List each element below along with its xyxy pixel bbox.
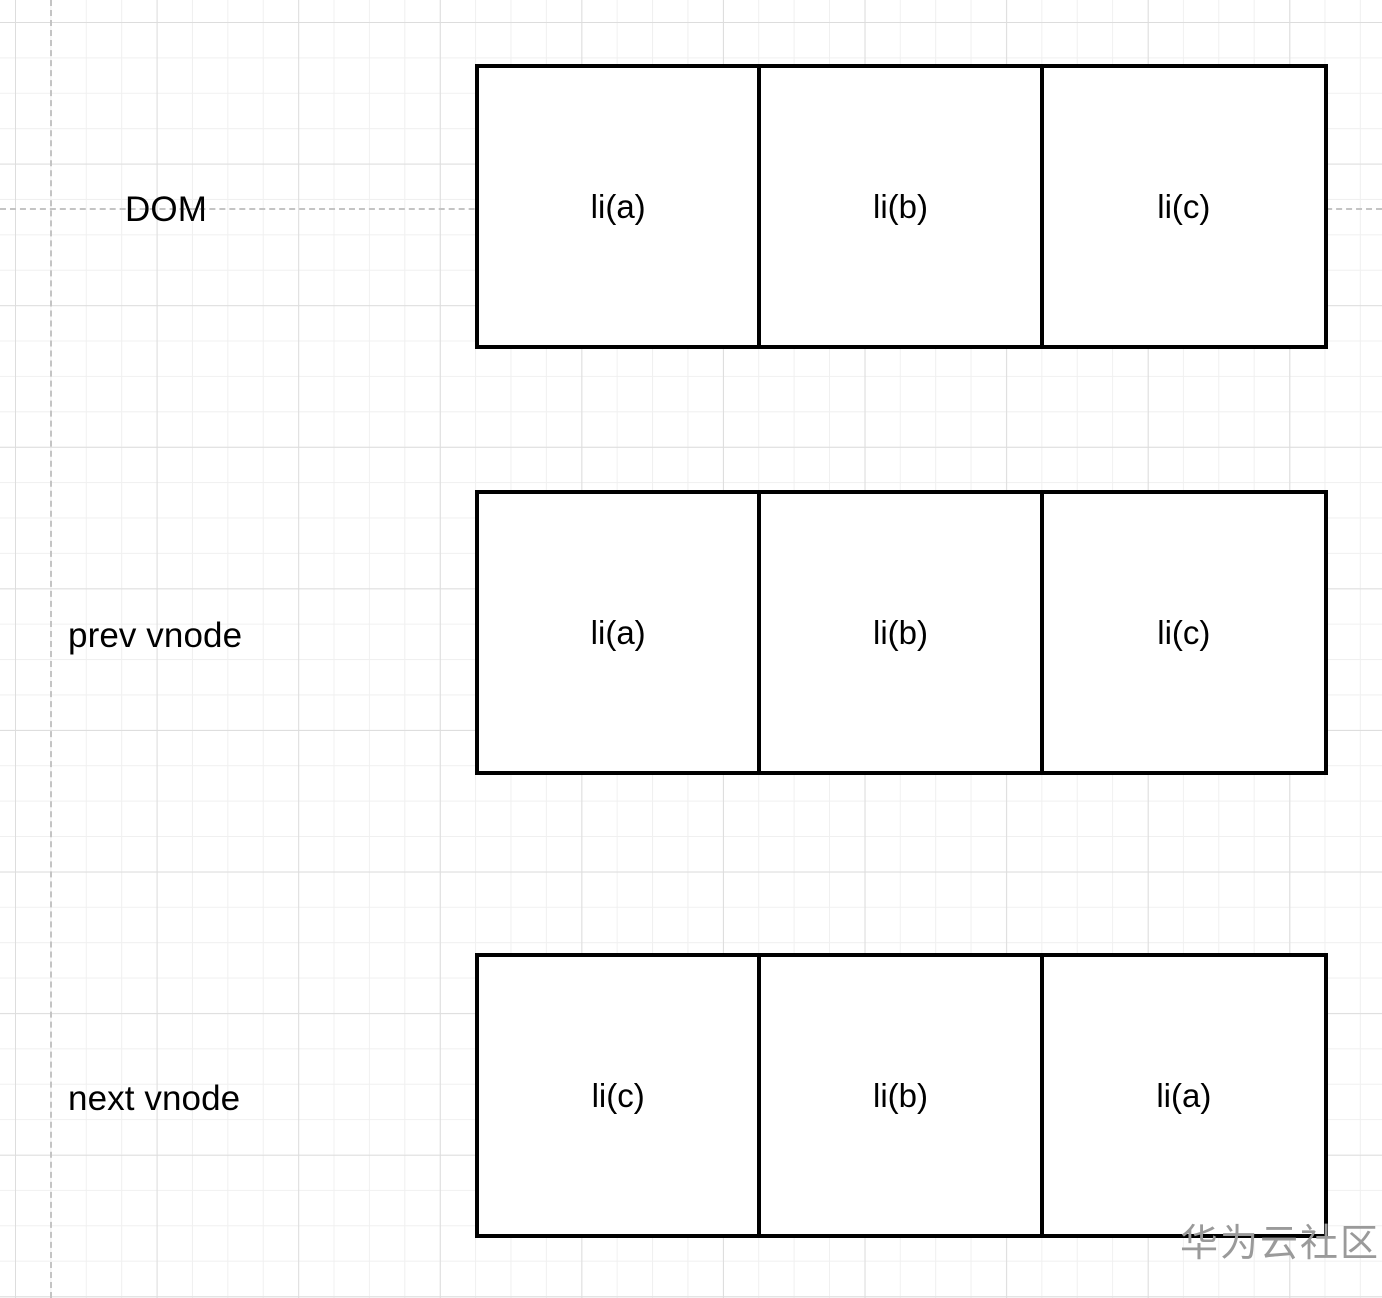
node-cell-label: li(c) — [1157, 614, 1211, 651]
node-cell[interactable]: li(b) — [761, 494, 1044, 771]
row-label-prev-vnode: prev vnode — [68, 616, 243, 655]
node-cell[interactable]: li(a) — [1043, 957, 1325, 1234]
node-cell[interactable]: li(c) — [1043, 68, 1325, 345]
node-cell[interactable]: li(b) — [761, 957, 1044, 1234]
node-cell[interactable]: li(a) — [479, 68, 762, 345]
node-row-next-vnode: li(c) li(b) li(a) — [475, 953, 1328, 1238]
node-cell-label: li(a) — [590, 614, 646, 651]
watermark-text: 华为云社区 — [1180, 1221, 1381, 1265]
node-cell-label: li(a) — [1156, 1077, 1212, 1114]
node-cell-label: li(c) — [1157, 188, 1211, 225]
row-label-next-vnode: next vnode — [68, 1079, 241, 1118]
node-row-prev-vnode: li(a) li(b) li(c) — [475, 490, 1328, 775]
node-cell-label: li(b) — [873, 188, 929, 225]
node-row-dom: li(a) li(b) li(c) — [475, 64, 1328, 349]
node-cell[interactable]: li(c) — [479, 957, 762, 1234]
node-cell-label: li(c) — [591, 1077, 645, 1114]
node-cell-label: li(b) — [873, 1077, 929, 1114]
node-cell[interactable]: li(a) — [479, 494, 762, 771]
node-cell[interactable]: li(b) — [761, 68, 1044, 345]
node-cell-label: li(b) — [873, 614, 929, 651]
row-label-dom: DOM — [125, 190, 207, 229]
node-cell[interactable]: li(c) — [1043, 494, 1325, 771]
vertical-guide-line — [50, 0, 52, 1298]
node-cell-label: li(a) — [590, 188, 646, 225]
